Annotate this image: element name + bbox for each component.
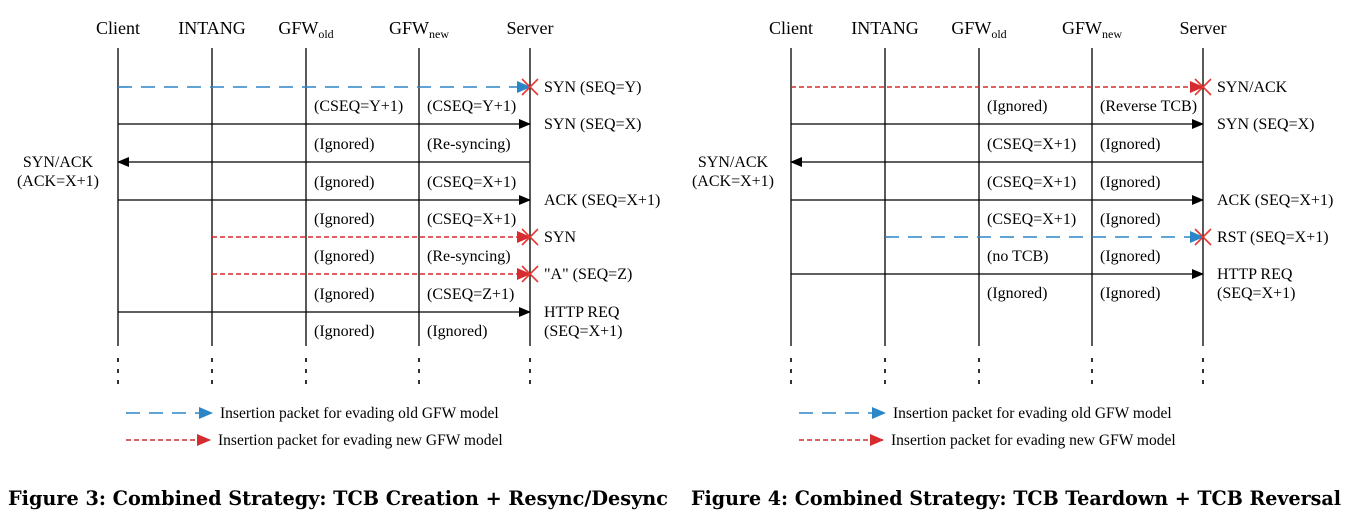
message-label: SYN/ACK bbox=[23, 154, 94, 171]
figure-caption: Figure 4: Combined Strategy: TCB Teardow… bbox=[691, 487, 1341, 510]
column-header-client: Client bbox=[96, 18, 140, 38]
message-label: (SEQ=X+1) bbox=[544, 323, 622, 340]
column-header-gfw-new: GFWnew bbox=[1062, 18, 1122, 41]
column-header-intang: INTANG bbox=[178, 18, 246, 38]
message-label: SYN (SEQ=Y) bbox=[544, 79, 641, 96]
gfw-state-note: (Ignored) bbox=[1100, 285, 1160, 302]
gfw-state-note: (Re-syncing) bbox=[427, 136, 511, 153]
message-label: SYN bbox=[544, 229, 576, 246]
gfw-state-note: (Ignored) bbox=[1100, 174, 1160, 191]
packet-dropped-marker bbox=[521, 78, 539, 96]
column-header-gfw-old: GFWold bbox=[951, 18, 1006, 41]
gfw-state-note: (Ignored) bbox=[314, 174, 374, 191]
gfw-state-note: (Ignored) bbox=[314, 136, 374, 153]
gfw-state-note: (CSEQ=Z+1) bbox=[427, 286, 514, 303]
gfw-state-note: (Ignored) bbox=[427, 323, 487, 340]
gfw-state-note: (CSEQ=X+1) bbox=[987, 174, 1076, 191]
message-label: SYN (SEQ=X) bbox=[544, 116, 641, 133]
gfw-state-note: (CSEQ=Y+1) bbox=[427, 98, 516, 115]
gfw-state-note: (CSEQ=X+1) bbox=[987, 211, 1076, 228]
legend-label: Insertion packet for evading old GFW mod… bbox=[220, 405, 499, 422]
message-label: HTTP REQ bbox=[1217, 266, 1293, 283]
gfw-state-note: (Ignored) bbox=[987, 285, 1047, 302]
column-header-server: Server bbox=[1180, 18, 1227, 38]
column-header-gfw-new: GFWnew bbox=[389, 18, 449, 41]
message-label: ACK (SEQ=X+1) bbox=[1217, 192, 1333, 209]
packet-dropped-marker bbox=[1194, 228, 1212, 246]
gfw-state-note: (Ignored) bbox=[987, 98, 1047, 115]
packet-dropped-marker bbox=[521, 265, 539, 283]
gfw-state-note: (Ignored) bbox=[1100, 136, 1160, 153]
column-header-intang: INTANG bbox=[851, 18, 919, 38]
gfw-state-note: (Ignored) bbox=[314, 286, 374, 303]
gfw-state-note: (CSEQ=X+1) bbox=[987, 136, 1076, 153]
column-header-gfw-old: GFWold bbox=[278, 18, 333, 41]
gfw-state-note: (Ignored) bbox=[314, 211, 374, 228]
message-label: RST (SEQ=X+1) bbox=[1217, 229, 1329, 246]
gfw-state-note: (Ignored) bbox=[314, 248, 374, 265]
legend-label: Insertion packet for evading new GFW mod… bbox=[218, 432, 503, 449]
message-label: HTTP REQ bbox=[544, 304, 620, 321]
gfw-state-note: (no TCB) bbox=[987, 248, 1048, 265]
message-label: "A" (SEQ=Z) bbox=[544, 266, 632, 283]
column-header-server: Server bbox=[507, 18, 554, 38]
message-label: SYN (SEQ=X) bbox=[1217, 116, 1314, 133]
figure-caption: Figure 3: Combined Strategy: TCB Creatio… bbox=[8, 487, 668, 510]
message-label: (ACK=X+1) bbox=[17, 173, 99, 190]
gfw-state-note: (CSEQ=X+1) bbox=[427, 174, 516, 191]
packet-dropped-marker bbox=[1194, 78, 1212, 96]
gfw-state-note: (Re-syncing) bbox=[427, 248, 511, 265]
column-header-client: Client bbox=[769, 18, 813, 38]
message-label: ACK (SEQ=X+1) bbox=[544, 192, 660, 209]
gfw-state-note: (Ignored) bbox=[1100, 211, 1160, 228]
gfw-state-note: (CSEQ=X+1) bbox=[427, 211, 516, 228]
legend-label: Insertion packet for evading old GFW mod… bbox=[893, 405, 1172, 422]
message-label: SYN/ACK bbox=[698, 154, 769, 171]
message-label: (SEQ=X+1) bbox=[1217, 285, 1295, 302]
packet-dropped-marker bbox=[521, 228, 539, 246]
legend-label: Insertion packet for evading new GFW mod… bbox=[891, 432, 1176, 449]
gfw-state-note: (Ignored) bbox=[314, 323, 374, 340]
gfw-state-note: (Ignored) bbox=[1100, 248, 1160, 265]
gfw-state-note: (Reverse TCB) bbox=[1100, 98, 1197, 115]
message-label: SYN/ACK bbox=[1217, 79, 1288, 96]
gfw-state-note: (CSEQ=Y+1) bbox=[314, 98, 403, 115]
message-label: (ACK=X+1) bbox=[692, 173, 774, 190]
